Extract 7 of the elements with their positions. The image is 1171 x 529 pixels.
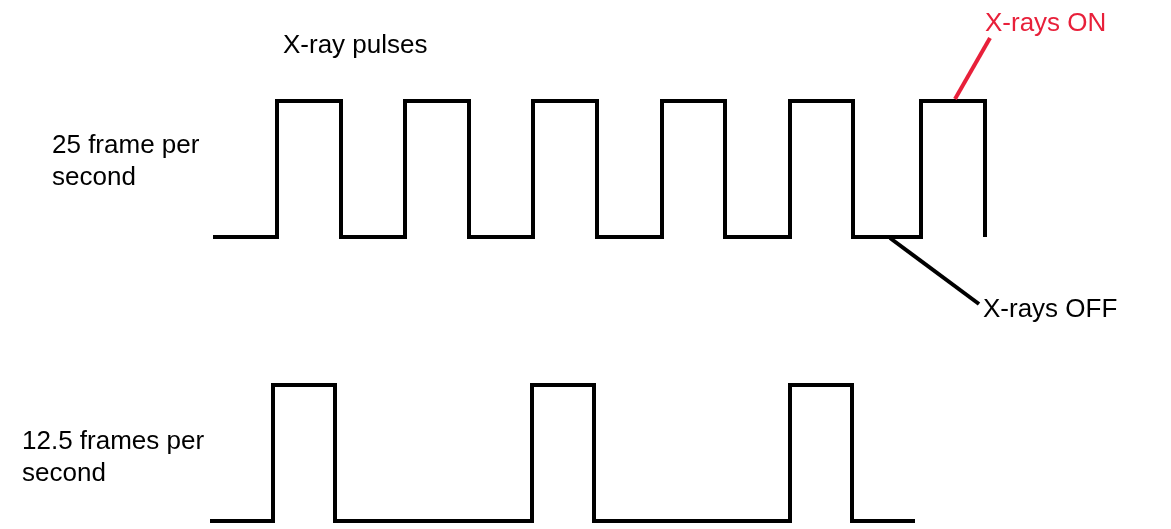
axis-label: 25 frame per second [52, 128, 201, 192]
callout-text: X-rays OFF [983, 292, 1118, 324]
title: X-ray pulses [283, 28, 428, 60]
callout-text: X-rays ON [985, 6, 1107, 38]
leader-line [888, 236, 981, 306]
axis-label: 12.5 frames per second [22, 424, 206, 488]
leader-line [953, 37, 992, 100]
